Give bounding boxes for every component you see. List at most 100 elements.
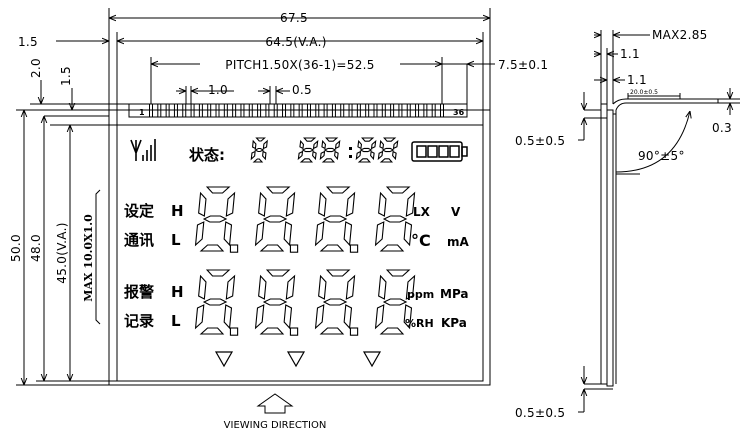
segment xyxy=(345,274,356,300)
front-view xyxy=(16,8,495,414)
pin-last-label: 36 xyxy=(453,108,465,117)
dim-view-area-width: 64.5(V.A.) xyxy=(265,35,326,49)
segment xyxy=(319,244,345,252)
dim-height-48: 48.0 xyxy=(29,234,43,262)
row2-l: L xyxy=(171,312,181,330)
unit-ppm: ppm xyxy=(407,288,434,301)
segment xyxy=(255,137,266,142)
segment xyxy=(251,139,257,150)
row2-label-record: 记录 xyxy=(124,312,154,330)
seven-seg-digit xyxy=(314,269,359,336)
segment xyxy=(374,221,385,247)
dim-pitch: PITCH1.50X(36-1)=52.5 xyxy=(225,58,374,72)
row2-large-digits xyxy=(194,269,416,336)
indicator-triangle-2 xyxy=(286,351,306,368)
segment xyxy=(334,150,339,161)
segment xyxy=(379,158,394,163)
segment xyxy=(381,147,395,153)
decimal-point xyxy=(229,244,239,253)
side-glass-2: 1.1 xyxy=(627,73,647,87)
segment xyxy=(321,158,336,163)
segment xyxy=(334,139,341,150)
segment xyxy=(403,221,413,247)
decimal-point xyxy=(229,327,239,336)
unit-celsius: °C xyxy=(411,231,431,250)
seven-seg-digit xyxy=(194,186,239,253)
segment xyxy=(314,221,325,247)
indicator-triangles xyxy=(214,351,382,368)
seven-seg-digit xyxy=(194,269,239,336)
segment xyxy=(357,158,372,163)
side-bottom-tolerance: 0.5±0.5 xyxy=(515,406,565,420)
segment xyxy=(254,304,265,330)
segment xyxy=(322,298,348,306)
segment xyxy=(378,191,387,217)
segment xyxy=(312,150,317,161)
segment xyxy=(283,221,293,247)
dim-pin-offset: 7.5±0.1 xyxy=(498,58,548,72)
dim-pin-gap: 0.5 xyxy=(292,83,312,97)
decimal-point xyxy=(349,327,359,336)
seven-seg-digit xyxy=(355,137,377,163)
segment xyxy=(379,327,405,335)
clock-digits xyxy=(297,137,399,163)
seven-seg-digit xyxy=(254,269,299,336)
segment xyxy=(202,298,228,306)
status-label: 状态: xyxy=(189,146,225,164)
segment xyxy=(285,274,296,300)
side-tail-thickness: 0.3 xyxy=(712,121,732,135)
row1-label-comm: 通讯 xyxy=(124,231,154,249)
dim-view-area-height: 45.0(V.A.) xyxy=(55,222,69,283)
decimal-point xyxy=(289,244,299,253)
pin-first-label: 1 xyxy=(139,108,145,117)
side-top-tolerance: 0.5±0.5 xyxy=(515,134,565,148)
segment xyxy=(312,139,319,150)
segment xyxy=(199,327,225,335)
segment xyxy=(223,304,233,330)
segment xyxy=(199,244,225,252)
segment xyxy=(361,137,375,142)
segment xyxy=(403,304,413,330)
side-angle: 90°±5° xyxy=(638,149,685,163)
segment xyxy=(392,150,397,161)
pin-array xyxy=(149,104,444,117)
segment xyxy=(325,137,339,142)
segment xyxy=(205,269,231,277)
dim-top-2: 2.0 xyxy=(29,58,43,78)
segment xyxy=(225,191,236,217)
segment xyxy=(265,269,291,277)
segment xyxy=(377,150,384,161)
segment xyxy=(299,139,305,150)
seven-seg-digit xyxy=(374,269,416,335)
side-max-thickness: MAX2.85 xyxy=(652,28,708,42)
seven-seg-digit xyxy=(314,186,359,253)
viewing-direction-arrow xyxy=(256,393,294,414)
segment xyxy=(303,137,317,142)
segment xyxy=(383,137,397,142)
segment xyxy=(254,221,265,247)
segment xyxy=(370,150,375,161)
segment xyxy=(283,304,293,330)
side-glass-front xyxy=(606,109,614,387)
clock-colon xyxy=(349,147,352,158)
segment xyxy=(374,304,385,330)
segment xyxy=(345,191,356,217)
battery-icon xyxy=(411,141,468,162)
segment xyxy=(322,215,348,223)
segment xyxy=(385,186,411,194)
segment xyxy=(223,221,233,247)
row1-l: L xyxy=(171,231,181,249)
segment xyxy=(357,139,363,150)
segment xyxy=(285,191,296,217)
view-area-outline xyxy=(116,124,484,382)
segment xyxy=(318,191,327,217)
side-view xyxy=(578,30,740,413)
segment xyxy=(250,150,256,161)
segment xyxy=(405,274,416,300)
segment xyxy=(225,274,236,300)
unit-v: V xyxy=(451,205,461,219)
unit-kpa: KPa xyxy=(441,316,467,330)
indicator-triangle-3 xyxy=(362,351,382,368)
viewing-direction-label: VIEWING DIRECTION xyxy=(224,420,327,431)
